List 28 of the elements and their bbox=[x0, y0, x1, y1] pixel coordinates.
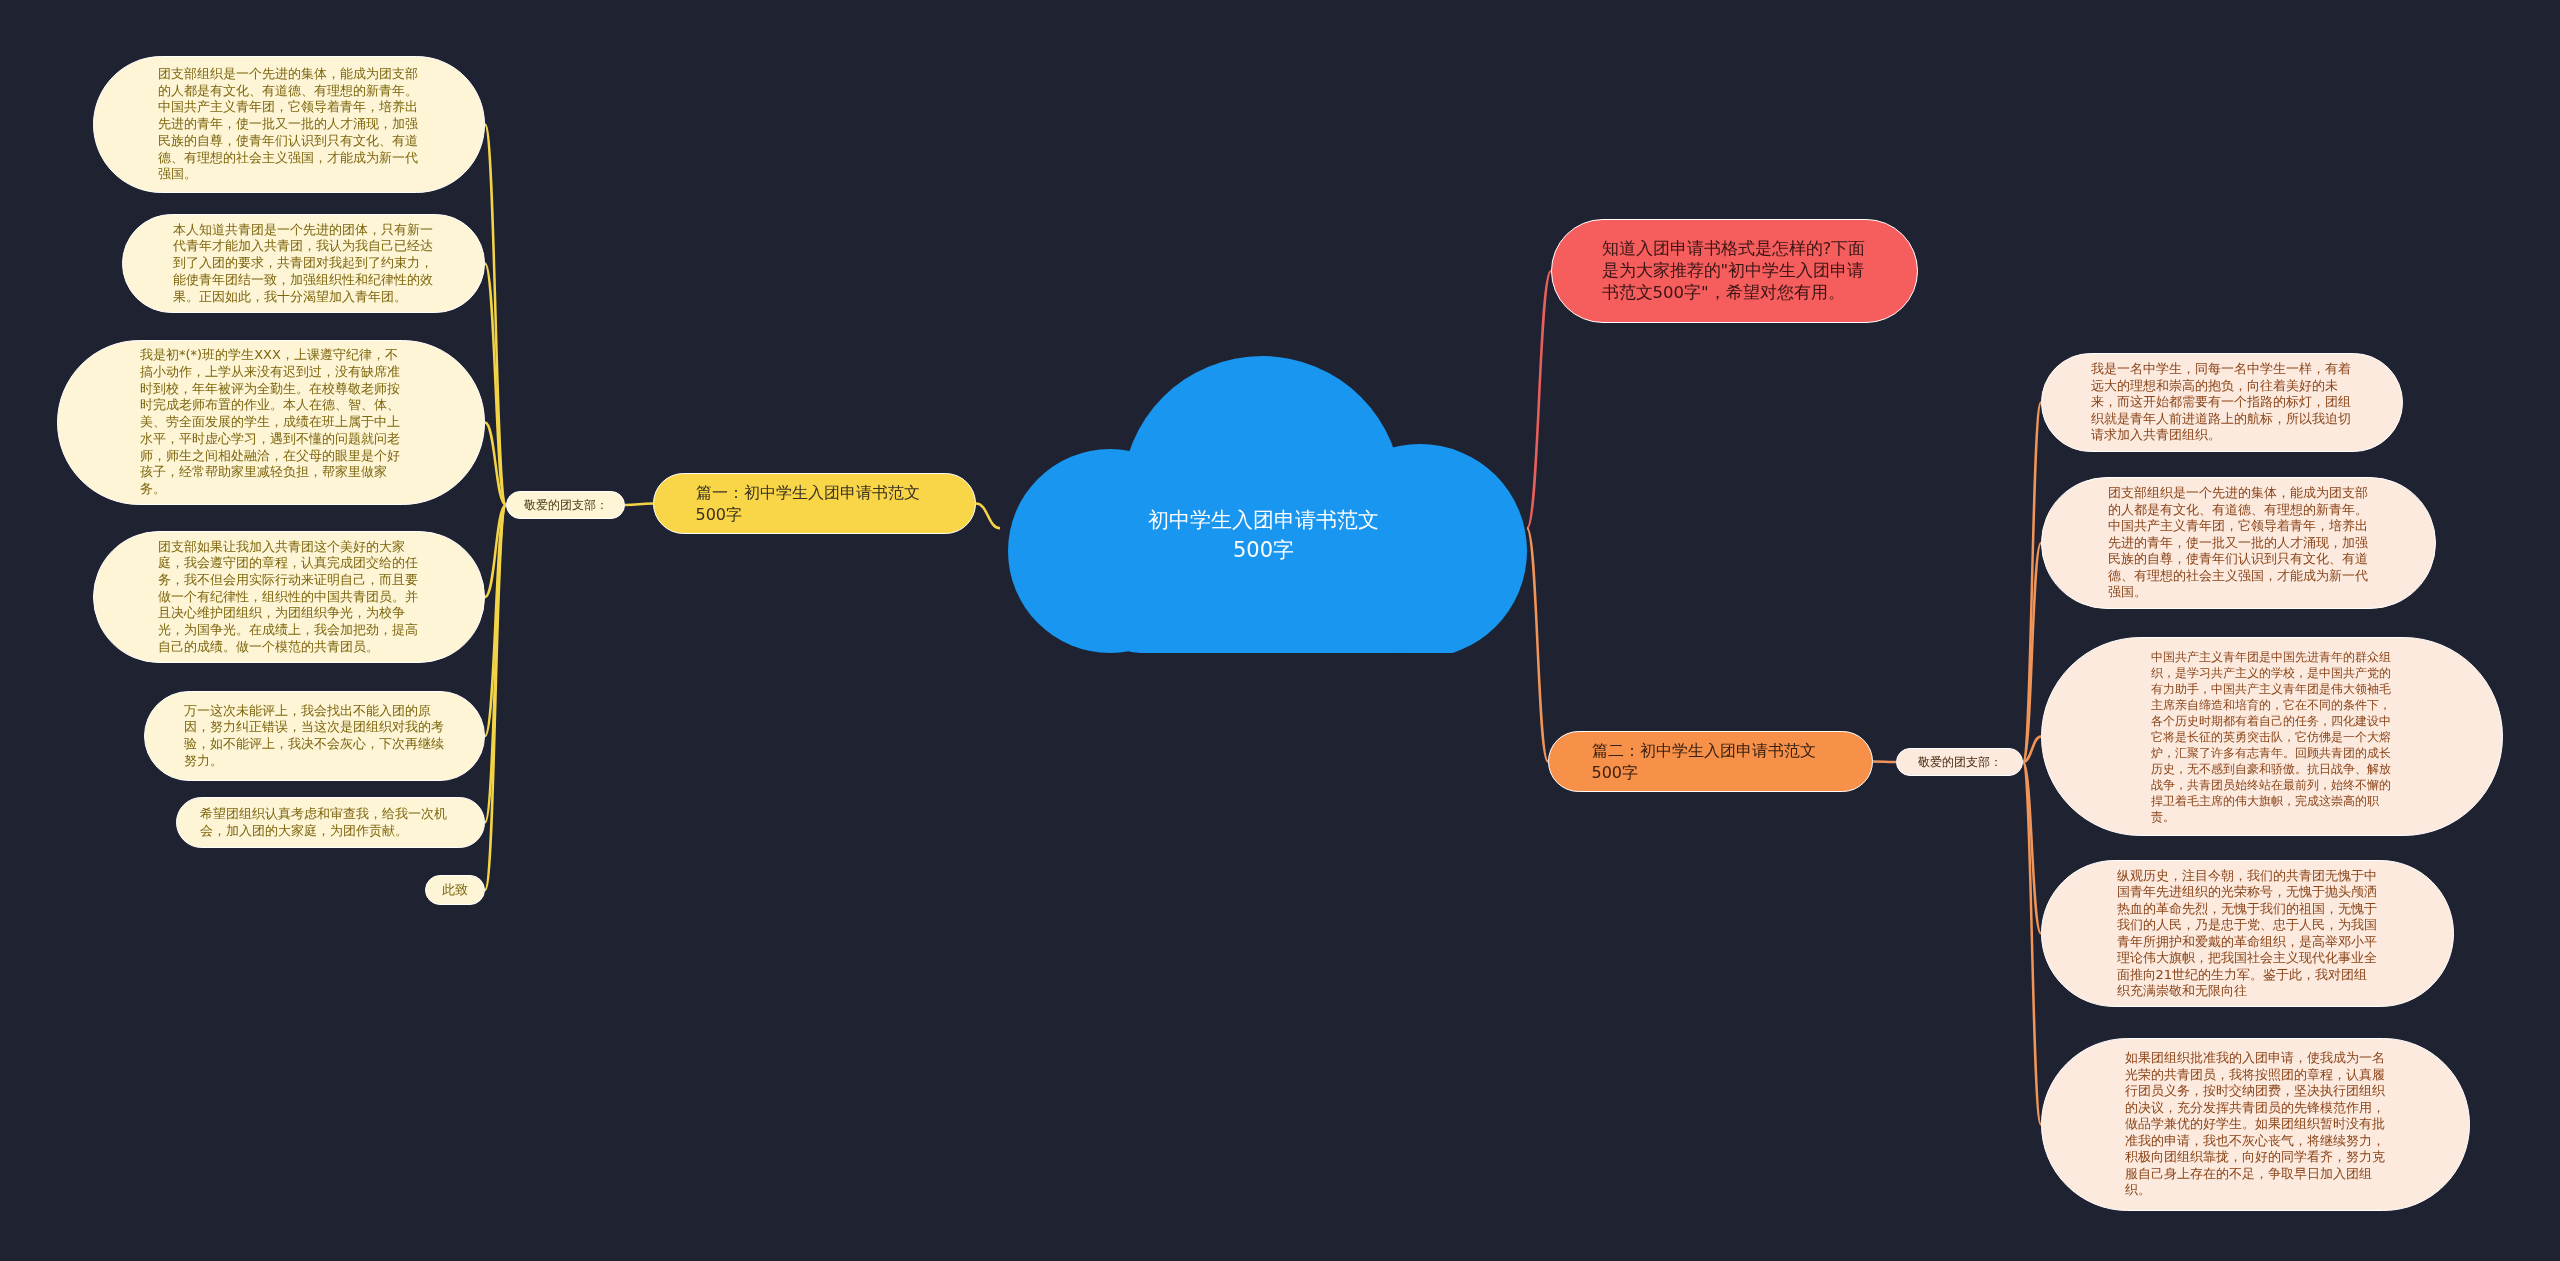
connector-line bbox=[484, 504, 507, 598]
connector-line bbox=[484, 421, 507, 507]
text-bubble: 我是一名中学生，同每一名中学生一样，有着远大的理想和崇高的抱负，向往着美好的未来，而这开始都需要有一个指路的标灯，团组织就是青年人前进道路上的航标，所以我迫切请求加入共青团组织。 bbox=[2041, 353, 2403, 452]
text-bubble: 此致 bbox=[425, 875, 485, 905]
text-bubble: 如果团组织批准我的入团申请，使我成为一名光荣的共青团员，我将按照团的章程，认真履行团员义务，按时交纳团费，坚决执行团组织的决议，充分发挥共青团员的先锋模范作用，做品学兼优的好学生。如果团组织暂时没有批准我的申请，我也不灰心丧气，将继续努力，积极向团组织靠拢，向好的同学看齐，努力克服自己身上存在的不足，争取早日加入团组织。 bbox=[2041, 1038, 2470, 1211]
text-bubble: 纵观历史，注目今朝，我们的共青团无愧于中国青年先进组织的光荣称号，无愧于抛头颅洒热血的革命先烈，无愧于我们的祖国，无愧于我们的人民，乃是忠于党、忠于人民，为我国青年所拥护和爱戴的革命组织，是高举邓小平理论伟大旗帜，把我国社会主义现代化事业全面推向21世纪的生力军。鉴于此，我对团组织充满崇敬和无限向往 bbox=[2041, 860, 2454, 1007]
connector-line bbox=[1525, 270, 1553, 529]
connector-line bbox=[1525, 527, 1550, 763]
subtopic-bubble: 敬爱的团支部： bbox=[1896, 748, 2023, 776]
text-bubble: 万一这次未能评上，我会找出不能入团的原因，努力纠正错误，当这次是团组织对我的考验，如不能评上，我决不会灰心，下次再继续努力。 bbox=[144, 691, 485, 781]
text-bubble: 中国共产主义青年团是中国先进青年的群众组织，是学习共产主义的学校，是中国共产党的有力助手，中国共产主义青年团是伟大领袖毛主席亲自缔造和培育的，它在不同的条件下，各个历史时期都有着自己的任务，四化建设中它将是长征的英勇突击队，它仿佛是一个大熔炉，汇聚了许多有志青年。回顾共青团的成长历史，无不感到自豪和骄傲。抗日战争、解放战争，共青团员始终站在最前列，始终不懈的捍卫着毛主席的伟大旗帜，完成这崇高的职责。 bbox=[2041, 637, 2503, 836]
topic-text: 初中学生入团申请书范文500字 bbox=[1147, 506, 1380, 564]
text-bubble: 团支部如果让我加入共青团这个美好的大家庭，我会遵守团的章程，认真完成团交给的任务，我不但会用实际行动来证明自己，而且要做一个有纪律性，组织性的中国共青团员。并且决心维护团组织，为团组织争光，为校争光，为国争光。在成绩上，我会加把劲，提高自己的成绩。做一个模范的共青团员。 bbox=[93, 531, 485, 663]
topic-bubble: 篇一：初中学生入团申请书范文500字 bbox=[653, 473, 976, 534]
connector-line bbox=[2021, 542, 2043, 763]
text-bubble: 本人知道共青团是一个先进的团体，只有新一代青年才能加入共青团，我认为我自己已经达到了入团的要求，共青团对我起到了约束力，能使青年团结一致，加强组织性和纪律性的效果。正因如此，我十分渴望加入青年团。 bbox=[122, 214, 485, 313]
text-bubble: 团支部组织是一个先进的集体，能成为团支部的人都是有文化、有道德、有理想的新青年。中国共产主义青年团，它领导着青年，培养出先进的青年，使一批又一批的人才涌现，加强民族的自尊，使青年们认识到只有文化、有道德、有理想的社会主义强国，才能成为新一代强国。 bbox=[2041, 477, 2436, 609]
text-bubble: 我是初*(*)班的学生XXX，上课遵守纪律，不搞小动作，上学从来没有迟到过，没有缺席准时到校，年年被评为全勤生。在校尊敬老师按时完成老师布置的作业。本人在德、智、体、美、劳全面发展的学生，成绩在班上属于中上水平，平时虚心学习，遇到不懂的问题就问老师，师生之间相处融洽，在父母的眼里是个好孩子，经常帮助家里减轻负担，帮家里做家务。 bbox=[57, 340, 485, 505]
intro-bubble: 知道入团申请书格式是怎样的?下面是为大家推荐的"初中学生入团申请书范文500字"，希望对您有用。 bbox=[1551, 219, 1918, 323]
text-bubble: 团支部组织是一个先进的集体，能成为团支部的人都是有文化、有道德、有理想的新青年。中国共产主义青年团，它领导着青年，培养出先进的青年，使一批又一批的人才涌现，加强民族的自尊，使青年们认识到只有文化、有道德、有理想的社会主义强国，才能成为新一代强国。 bbox=[93, 56, 485, 193]
topic-bubble: 篇二：初中学生入团申请书范文500字 bbox=[1548, 731, 1873, 792]
text-bubble: 希望团组织认真考虑和审查我，给我一次机会，加入团的大家庭，为团作贡献。 bbox=[176, 797, 485, 848]
connector-line bbox=[2022, 735, 2042, 764]
connector-line bbox=[975, 502, 1001, 530]
subtopic-bubble: 敬爱的团支部： bbox=[506, 491, 625, 519]
connector-line bbox=[2021, 761, 2043, 1125]
connector-line bbox=[625, 502, 653, 507]
connector-line bbox=[1873, 760, 1896, 764]
